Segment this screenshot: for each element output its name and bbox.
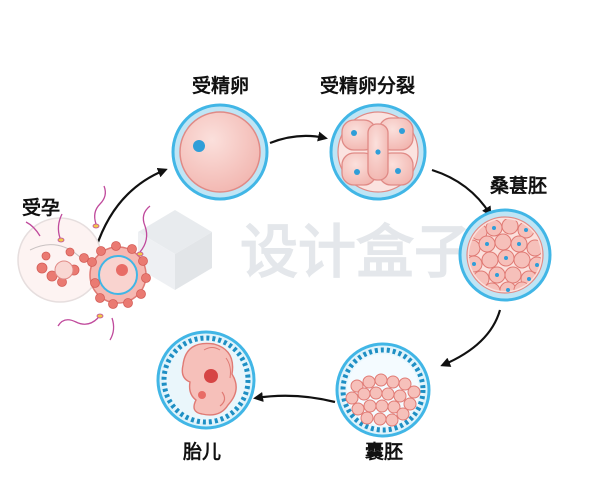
arrow-fertilization-to-zygote bbox=[94, 167, 168, 249]
label-blastocyst: 囊胚 bbox=[364, 440, 403, 463]
watermark-logo-icon bbox=[138, 210, 212, 290]
label-cleavage: 受精卵分裂 bbox=[320, 74, 415, 97]
cleavage-cell bbox=[329, 103, 427, 201]
label-fetus: 胎儿 bbox=[183, 440, 221, 463]
zygote-cell bbox=[171, 103, 269, 201]
label-morula: 桑葚胚 bbox=[490, 175, 547, 197]
label-zygote: 受精卵 bbox=[192, 74, 249, 97]
fetus-cell bbox=[156, 330, 256, 430]
arrow-morula-to-blastocyst bbox=[440, 309, 502, 367]
arrow-blastocyst-to-fetus bbox=[253, 391, 336, 404]
label-fertilization: 受孕 bbox=[22, 196, 60, 219]
watermark-text: 设计盒子 bbox=[240, 218, 472, 286]
arrow-zygote-to-cleavage bbox=[269, 131, 328, 145]
watermark: 设计盒子 bbox=[138, 210, 472, 290]
arrow-cleavage-to-morula bbox=[431, 168, 492, 217]
cycle-arrows bbox=[94, 131, 502, 404]
blastocyst-cell bbox=[335, 342, 431, 438]
fertilization-illustration bbox=[17, 185, 151, 341]
morula-cell bbox=[458, 208, 552, 302]
